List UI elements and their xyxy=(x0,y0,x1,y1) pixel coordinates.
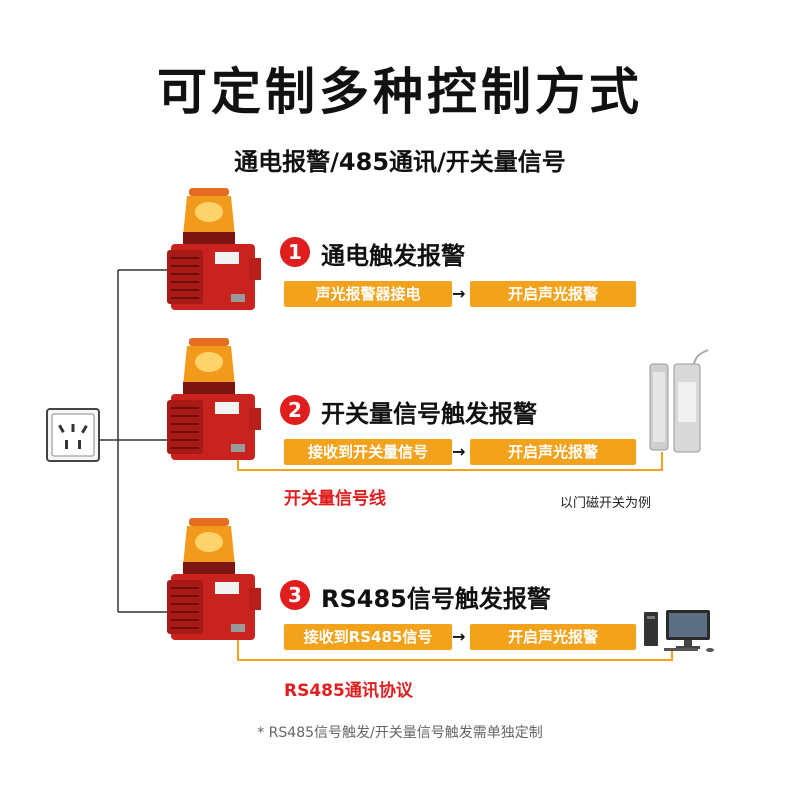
section-2-arrow: → xyxy=(452,442,466,461)
section-2-flow-step-2: 开启声光报警 xyxy=(470,439,636,465)
rs485-wire-label: RS485通讯协议 xyxy=(284,681,413,701)
power-socket-icon xyxy=(46,408,100,462)
section-3-flow-step-1: 接收到RS485信号 xyxy=(284,624,452,650)
section-1-flow-step-1: 声光报警器接电 xyxy=(284,281,452,307)
section-1-flow-step-2: 开启声光报警 xyxy=(470,281,636,307)
switch-signal-wire xyxy=(237,452,663,471)
door-magnet-note: 以门磁开关为例 xyxy=(560,496,652,511)
switch-signal-wire-label: 开关量信号线 xyxy=(284,489,386,509)
section-1-badge: 1 xyxy=(280,237,310,267)
section-1-title: 通电触发报警 xyxy=(321,242,465,270)
sound-light-alarm-icon xyxy=(165,336,265,462)
section-3-arrow: → xyxy=(452,627,466,646)
page-subtitle: 通电报警/485通讯/开关量信号 xyxy=(234,148,566,176)
section-2-badge: 2 xyxy=(280,395,310,425)
section-1-arrow: → xyxy=(452,284,466,303)
section-3-badge: 3 xyxy=(280,580,310,610)
sound-light-alarm-icon xyxy=(165,516,265,642)
section-3-title: RS485信号触发报警 xyxy=(321,585,551,613)
sound-light-alarm-icon xyxy=(165,186,265,312)
section-2-flow-step-1: 接收到开关量信号 xyxy=(284,439,452,465)
power-wire xyxy=(100,269,168,613)
page-title: 可定制多种控制方式 xyxy=(157,63,643,121)
section-3-flow-step-2: 开启声光报警 xyxy=(470,624,636,650)
computer-icon xyxy=(644,608,720,652)
section-2-title: 开关量信号触发报警 xyxy=(321,400,537,428)
door-magnet-switch-icon xyxy=(640,349,710,458)
footnote: * RS485信号触发/开关量信号触发需单独定制 xyxy=(257,725,543,741)
rs485-signal-wire xyxy=(237,640,673,661)
